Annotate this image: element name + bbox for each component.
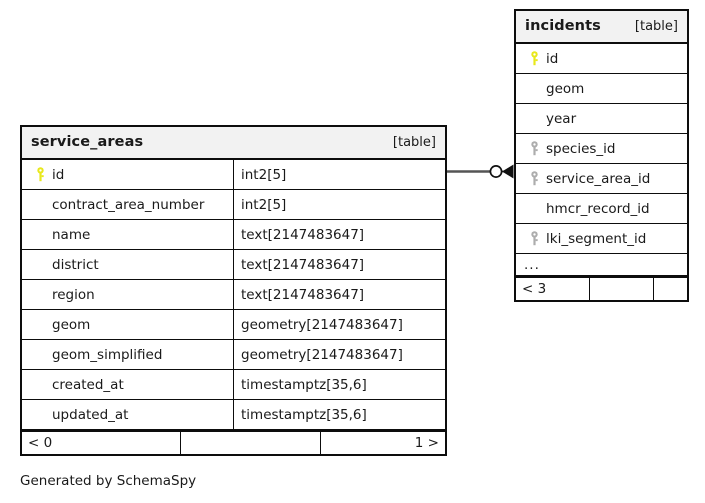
no-key-icon (30, 197, 50, 213)
table-row[interactable]: id (516, 42, 687, 74)
column-type: text[2147483647] (241, 226, 365, 243)
foreign-key-icon (524, 141, 544, 157)
no-key-icon (30, 377, 50, 393)
table-incidents[interactable]: incidents [table] (514, 9, 689, 302)
column-name: contract_area_number (52, 196, 205, 213)
column-type: int2[5] (241, 166, 287, 183)
column-type: timestamptz[35,6] (241, 406, 367, 423)
no-key-icon (30, 227, 50, 243)
no-key-icon (524, 111, 544, 127)
footer-parent-count[interactable]: < 0 (22, 430, 181, 454)
column-name: year (546, 110, 577, 127)
primary-key-icon (524, 51, 544, 67)
no-key-icon (30, 287, 50, 303)
table-row[interactable]: name text[2147483647] (22, 219, 445, 250)
table-kind-label: [table] (634, 19, 678, 34)
table-title: service_areas (31, 134, 144, 150)
table-row[interactable]: updated_at timestamptz[35,6] (22, 399, 445, 430)
table-row[interactable]: contract_area_number int2[5] (22, 189, 445, 220)
column-name: geom (52, 316, 91, 333)
table-service_areas-header[interactable]: service_areas [table] (22, 127, 445, 160)
table-row[interactable]: geom (516, 73, 687, 104)
column-name: name (52, 226, 91, 243)
column-type: timestamptz[35,6] (241, 376, 367, 393)
no-key-icon (30, 407, 50, 423)
column-name: service_area_id (546, 170, 651, 187)
table-row[interactable]: service_area_id (516, 163, 687, 194)
generated-by-caption: Generated by SchemaSpy (20, 473, 197, 489)
table-row[interactable]: id int2[5] (22, 158, 445, 190)
footer-child-count[interactable]: 1 > (320, 430, 445, 454)
column-name: district (52, 256, 99, 273)
foreign-key-icon (524, 231, 544, 247)
table-service_areas-footer: < 0 1 > (22, 430, 445, 454)
table-row[interactable]: region text[2147483647] (22, 279, 445, 310)
table-kind-label: [table] (392, 135, 436, 150)
table-title: incidents (525, 18, 601, 34)
footer-middle (180, 430, 321, 454)
table-row[interactable]: created_at timestamptz[35,6] (22, 369, 445, 400)
column-name: geom (546, 80, 585, 97)
more-columns-indicator[interactable]: ... (516, 253, 687, 276)
table-incidents-grid: incidents [table] (516, 11, 687, 276)
footer-child-count[interactable] (653, 276, 687, 300)
column-type: geometry[2147483647] (241, 346, 403, 363)
column-name: species_id (546, 140, 616, 157)
table-service_areas-grid: service_areas [table] (22, 127, 445, 430)
no-key-icon (30, 347, 50, 363)
no-key-icon (524, 201, 544, 217)
column-name: hmcr_record_id (546, 200, 650, 217)
column-name: created_at (52, 376, 124, 393)
table-incidents-header[interactable]: incidents [table] (516, 11, 687, 44)
column-type: int2[5] (241, 196, 287, 213)
no-key-icon (524, 81, 544, 97)
column-type: geometry[2147483647] (241, 316, 403, 333)
table-row[interactable]: district text[2147483647] (22, 249, 445, 280)
cardinality-zero-marker (489, 165, 503, 178)
no-key-icon (30, 317, 50, 333)
footer-parent-count[interactable]: < 3 (516, 276, 590, 300)
column-name: lki_segment_id (546, 230, 647, 247)
column-name: geom_simplified (52, 346, 163, 363)
more-columns-label: ... (516, 253, 687, 276)
table-service_areas[interactable]: service_areas [table] (20, 125, 447, 456)
column-type: text[2147483647] (241, 286, 365, 303)
column-name: id (546, 50, 559, 67)
table-row[interactable]: hmcr_record_id (516, 193, 687, 224)
table-incidents-footer: < 3 (516, 276, 687, 300)
footer-middle (589, 276, 654, 300)
column-name: id (52, 166, 65, 183)
table-row[interactable]: lki_segment_id (516, 223, 687, 254)
cardinality-many-marker (502, 164, 514, 179)
primary-key-icon (30, 167, 50, 183)
foreign-key-icon (524, 171, 544, 187)
table-row[interactable]: geom_simplified geometry[2147483647] (22, 339, 445, 370)
table-row[interactable]: geom geometry[2147483647] (22, 309, 445, 340)
table-row[interactable]: species_id (516, 133, 687, 164)
column-type: text[2147483647] (241, 256, 365, 273)
column-name: updated_at (52, 406, 129, 423)
no-key-icon (30, 257, 50, 273)
table-row[interactable]: year (516, 103, 687, 134)
column-name: region (52, 286, 95, 303)
